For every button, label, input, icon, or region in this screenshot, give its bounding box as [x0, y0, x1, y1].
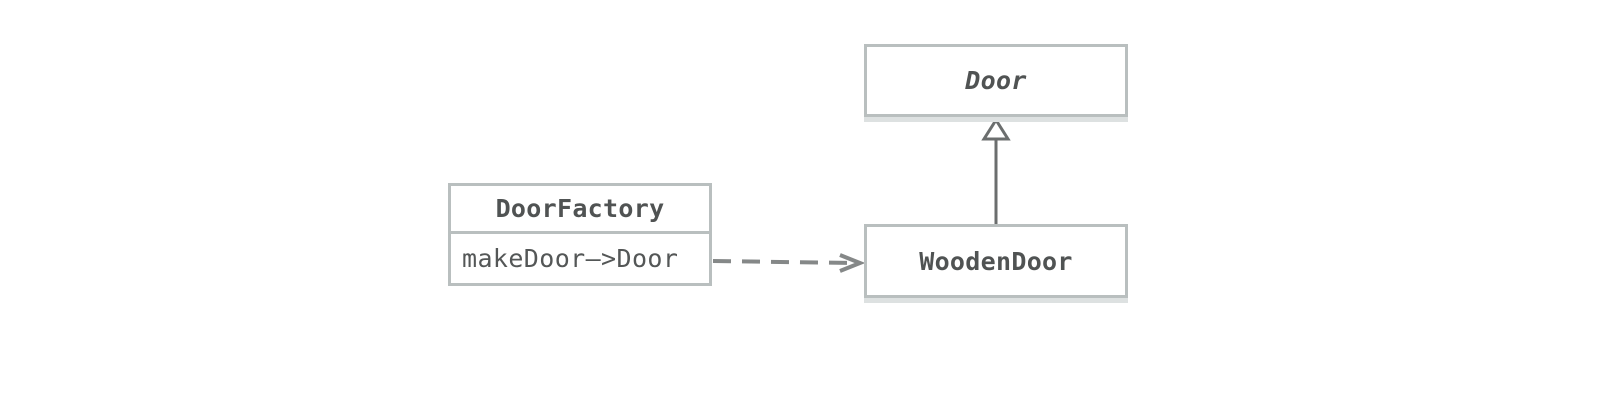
dependency-arrowhead [839, 253, 866, 273]
door-class-shadow [864, 117, 1128, 122]
door-factory-class-box: DoorFactory makeDoor–>Door [448, 183, 712, 286]
wooden-door-class-box: WoodenDoor [864, 224, 1128, 298]
door-class-name: Door [965, 66, 1027, 95]
door-factory-method: makeDoor–>Door [462, 244, 679, 273]
door-class-box: Door [864, 44, 1128, 117]
door-factory-class-name: DoorFactory [495, 194, 665, 223]
dependency-line [712, 259, 855, 265]
inheritance-arrowhead [981, 117, 1011, 141]
wooden-door-class-name: WoodenDoor [919, 246, 1073, 276]
wooden-door-class-shadow [864, 298, 1128, 303]
door-factory-divider [451, 231, 709, 234]
